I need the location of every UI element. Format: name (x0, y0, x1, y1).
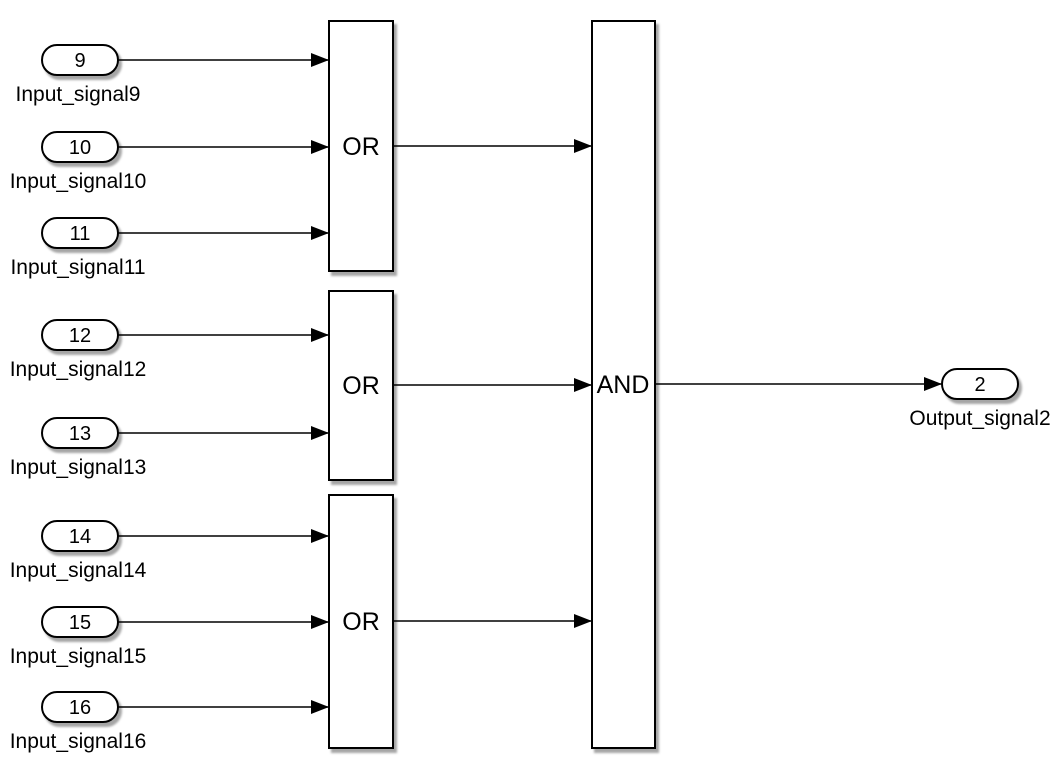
input-port-13: 13 Input_signal13 (10, 417, 147, 479)
output-port-2: 2 Output_signal2 (909, 368, 1051, 430)
inport-label-13: Input_signal13 (10, 456, 147, 479)
inport-label-11: Input_signal11 (10, 256, 145, 279)
or-gate-2-label: OR (342, 372, 380, 400)
and-gate-block[interactable] (591, 20, 656, 749)
or-gate-2: OR (328, 290, 394, 481)
or-gate-3-label: OR (342, 608, 380, 636)
inport-number-14: 14 (69, 526, 91, 548)
inport-label-16: Input_signal16 (10, 730, 147, 753)
or-gate-1: OR (328, 20, 394, 272)
inport-block-13[interactable] (41, 417, 119, 449)
and-gate: AND (591, 20, 656, 749)
inport-label-9: Input_signal9 (16, 83, 141, 106)
inport-block-14[interactable] (41, 520, 119, 552)
inport-block-9[interactable] (41, 44, 119, 76)
input-port-9: 9 Input_signal9 (16, 44, 141, 106)
inport-number-9: 9 (74, 50, 85, 72)
inport-label-12: Input_signal12 (10, 358, 147, 381)
or-gate-1-label: OR (342, 133, 380, 161)
outport-number-2: 2 (974, 374, 985, 396)
inport-block-16[interactable] (41, 691, 119, 723)
or-gate-2-block[interactable] (328, 290, 394, 481)
input-port-12: 12 Input_signal12 (10, 319, 147, 381)
inport-label-10: Input_signal10 (10, 170, 147, 193)
inport-number-15: 15 (69, 612, 91, 634)
inport-label-14: Input_signal14 (10, 559, 147, 582)
input-port-14: 14 Input_signal14 (10, 520, 147, 582)
inport-block-15[interactable] (41, 606, 119, 638)
inport-block-12[interactable] (41, 319, 119, 351)
inport-number-16: 16 (69, 697, 91, 719)
input-port-10: 10 Input_signal10 (10, 131, 147, 193)
inport-number-11: 11 (70, 223, 91, 245)
input-port-16: 16 Input_signal16 (10, 691, 147, 753)
outport-block-2[interactable] (941, 368, 1019, 400)
inport-block-10[interactable] (41, 131, 119, 163)
inport-label-15: Input_signal15 (10, 645, 147, 668)
input-port-11: 11 Input_signal11 (10, 217, 146, 279)
inport-number-13: 13 (69, 423, 91, 445)
or-gate-3-block[interactable] (328, 494, 394, 749)
inport-block-11[interactable] (41, 217, 119, 249)
input-port-15: 15 Input_signal15 (10, 606, 147, 668)
or-gate-1-block[interactable] (328, 20, 394, 272)
outport-label-2: Output_signal2 (909, 407, 1050, 430)
and-gate-label: AND (597, 371, 650, 399)
or-gate-3: OR (328, 494, 394, 749)
inport-number-10: 10 (69, 137, 91, 159)
inport-number-12: 12 (69, 325, 91, 347)
